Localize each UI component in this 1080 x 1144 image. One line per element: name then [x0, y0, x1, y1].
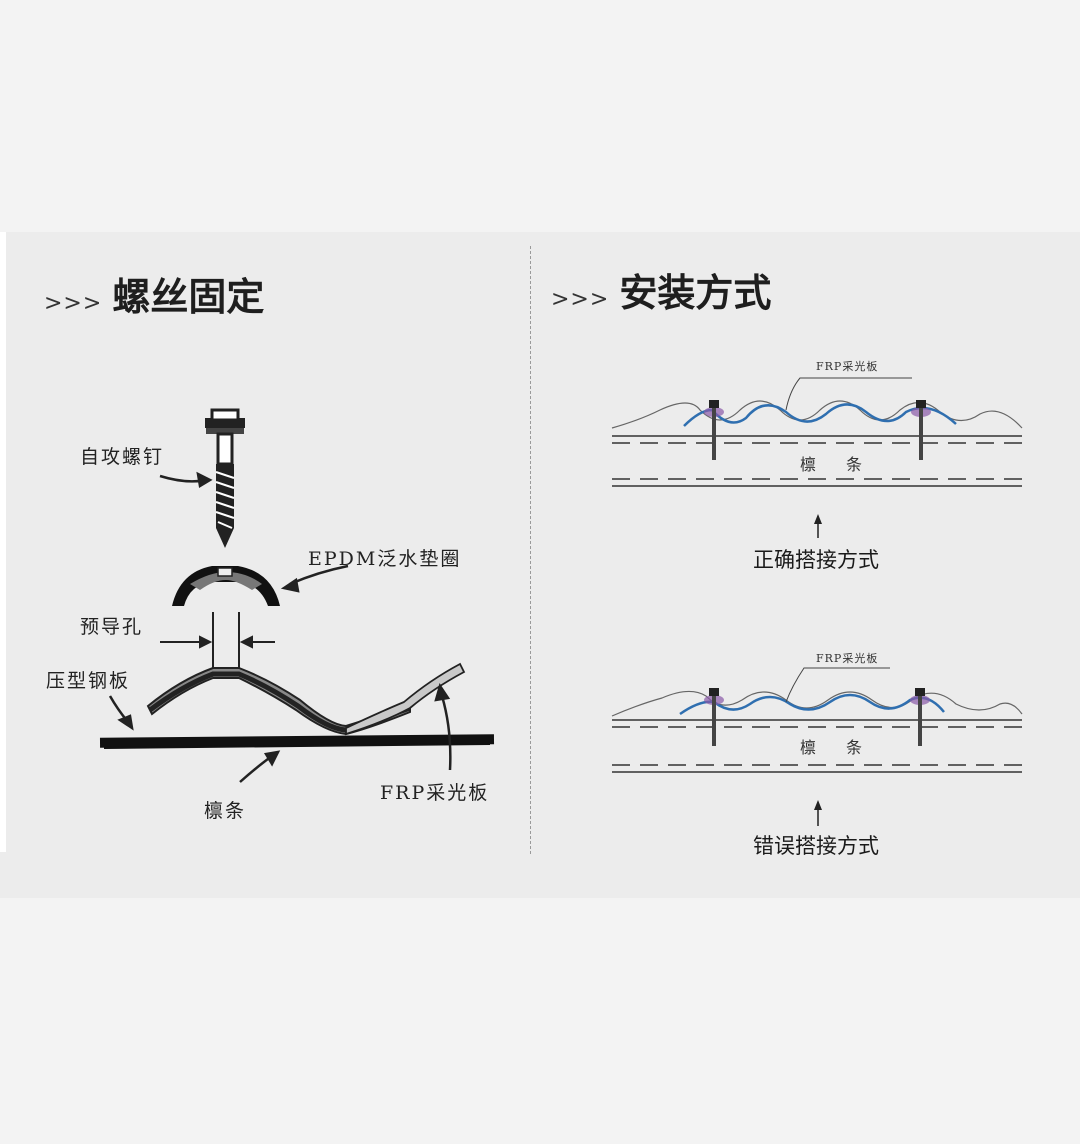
- arrow-up-icon: [814, 514, 822, 524]
- correct-frp-label: FRP采光板: [816, 360, 879, 373]
- correct-caption: 正确搭接方式: [753, 548, 879, 572]
- chevron-icon: >>>: [44, 291, 103, 316]
- left-title: 螺丝固定: [112, 275, 265, 319]
- screw-icon: [911, 400, 931, 460]
- arrow-up-icon: [814, 800, 822, 810]
- label-screw: 自攻螺钉: [80, 446, 165, 468]
- screw-icon: [704, 688, 724, 746]
- wrong-purlin-label: 檩条: [800, 738, 893, 757]
- right-title: 安装方式: [619, 271, 772, 315]
- screw-icon: [704, 400, 724, 460]
- label-frp: FRP采光板: [380, 782, 490, 804]
- panel-divider: [530, 246, 531, 854]
- right-heading: >>> 安装方式: [551, 262, 771, 317]
- label-washer: EPDM泛水垫圈: [308, 548, 462, 570]
- left-heading: >>> 螺丝固定: [44, 266, 264, 321]
- content-panel: [0, 232, 1080, 898]
- leader-arrows: [108, 471, 452, 783]
- label-steel-sheet: 压型钢板: [46, 670, 131, 692]
- screw-icon: [910, 688, 930, 746]
- purlin-bar: [99, 734, 495, 749]
- chevron-icon: >>>: [551, 287, 610, 312]
- self-tapping-screw: [205, 408, 245, 548]
- correct-purlin-label: 檩条: [800, 455, 893, 474]
- label-pilot-hole: 预导孔: [80, 616, 144, 638]
- label-purlin: 檩条: [204, 800, 247, 822]
- frp-panel: [345, 662, 466, 736]
- correct-lap-diagram: [611, 377, 1023, 538]
- wrong-caption: 错误搭接方式: [753, 834, 879, 858]
- epdm-washer: [172, 566, 280, 606]
- wrong-lap-diagram: [611, 667, 1023, 773]
- pilot-hole: [160, 612, 275, 669]
- wrong-arrow: [814, 800, 822, 826]
- wrong-frp-label: FRP采光板: [816, 652, 879, 665]
- screw-fixing-diagram: [99, 408, 495, 783]
- left-edge-strip: [0, 232, 6, 852]
